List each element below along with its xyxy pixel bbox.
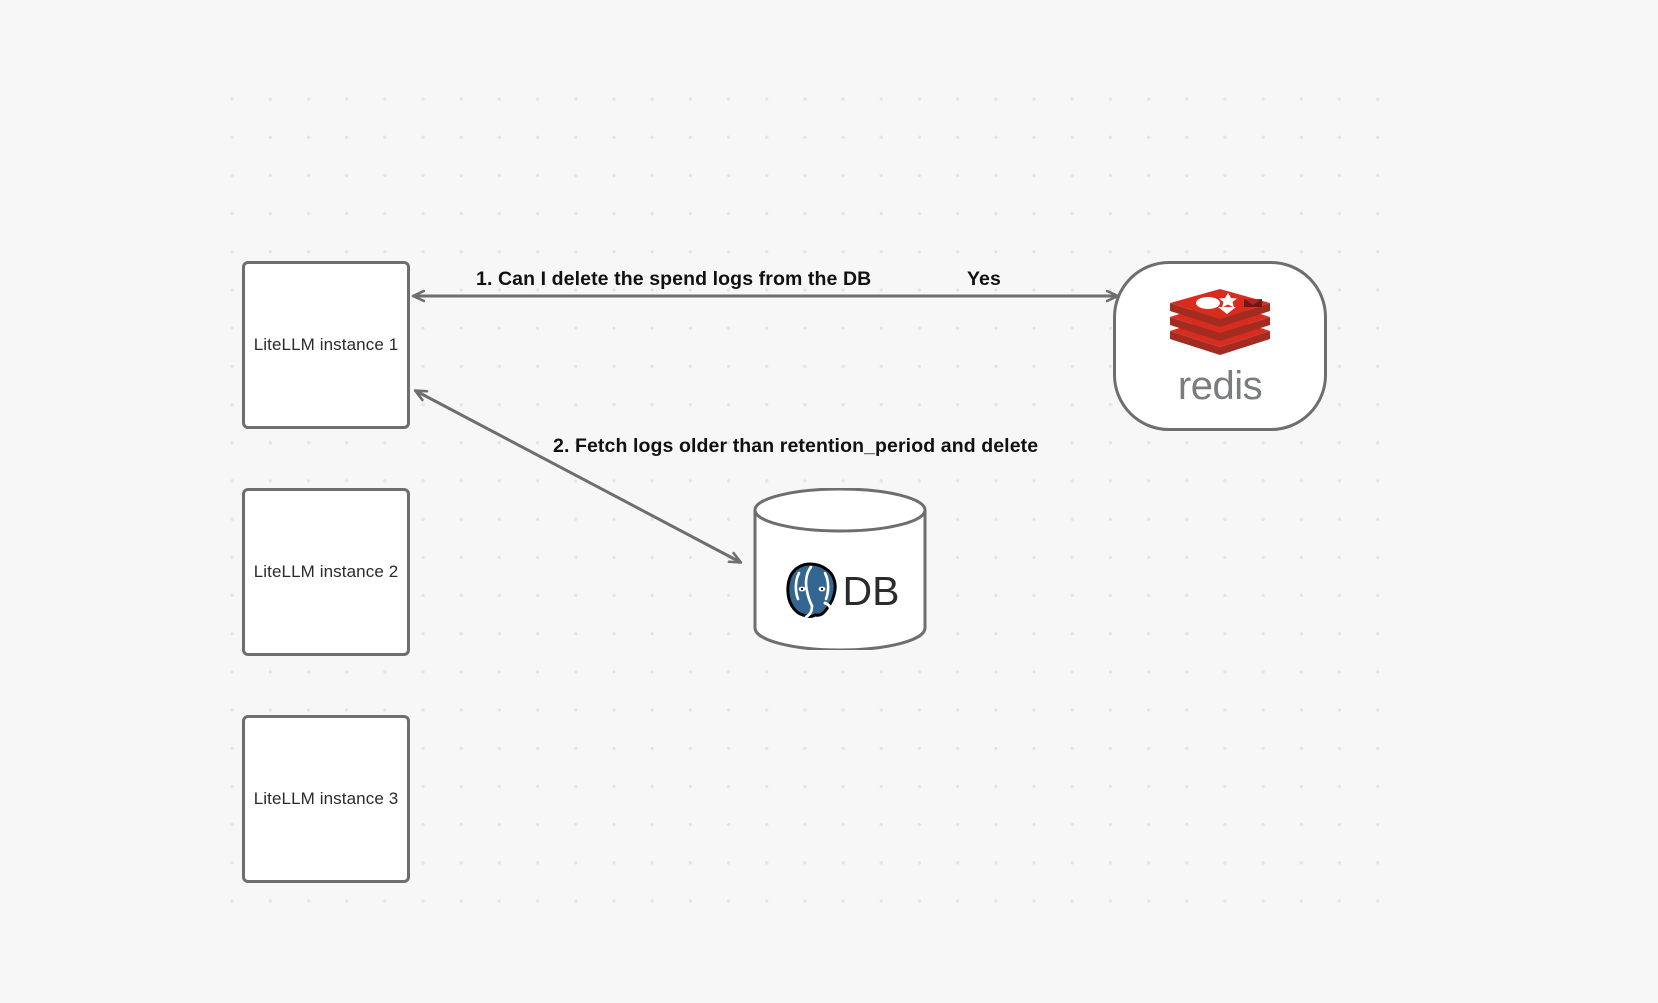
redis-wordmark: redis [1177, 363, 1263, 408]
node-litellm-instance-2-label: LiteLLM instance 2 [253, 562, 399, 581]
node-litellm-instance-2[interactable]: LiteLLM instance 2 [242, 488, 410, 656]
edge-label-1-reply: Yes [967, 268, 1001, 290]
node-litellm-instance-1[interactable]: LiteLLM instance 1 [242, 261, 410, 429]
db-label: DB [842, 567, 900, 614]
node-litellm-instance-1-label: LiteLLM instance 1 [253, 335, 399, 354]
edge-label-2: 2. Fetch logs older than retention_perio… [553, 435, 1039, 457]
node-litellm-instance-3[interactable]: LiteLLM instance 3 [242, 715, 410, 883]
edge-litellm1-db [416, 391, 740, 562]
node-redis[interactable]: redis [1113, 261, 1327, 431]
edge-label-1: 1. Can I delete the spend logs from the … [476, 268, 872, 290]
node-database[interactable]: DB [753, 488, 927, 650]
postgresql-elephant-icon [781, 557, 843, 626]
redis-logo-icon [1166, 287, 1274, 364]
node-litellm-instance-3-label: LiteLLM instance 3 [253, 789, 399, 808]
